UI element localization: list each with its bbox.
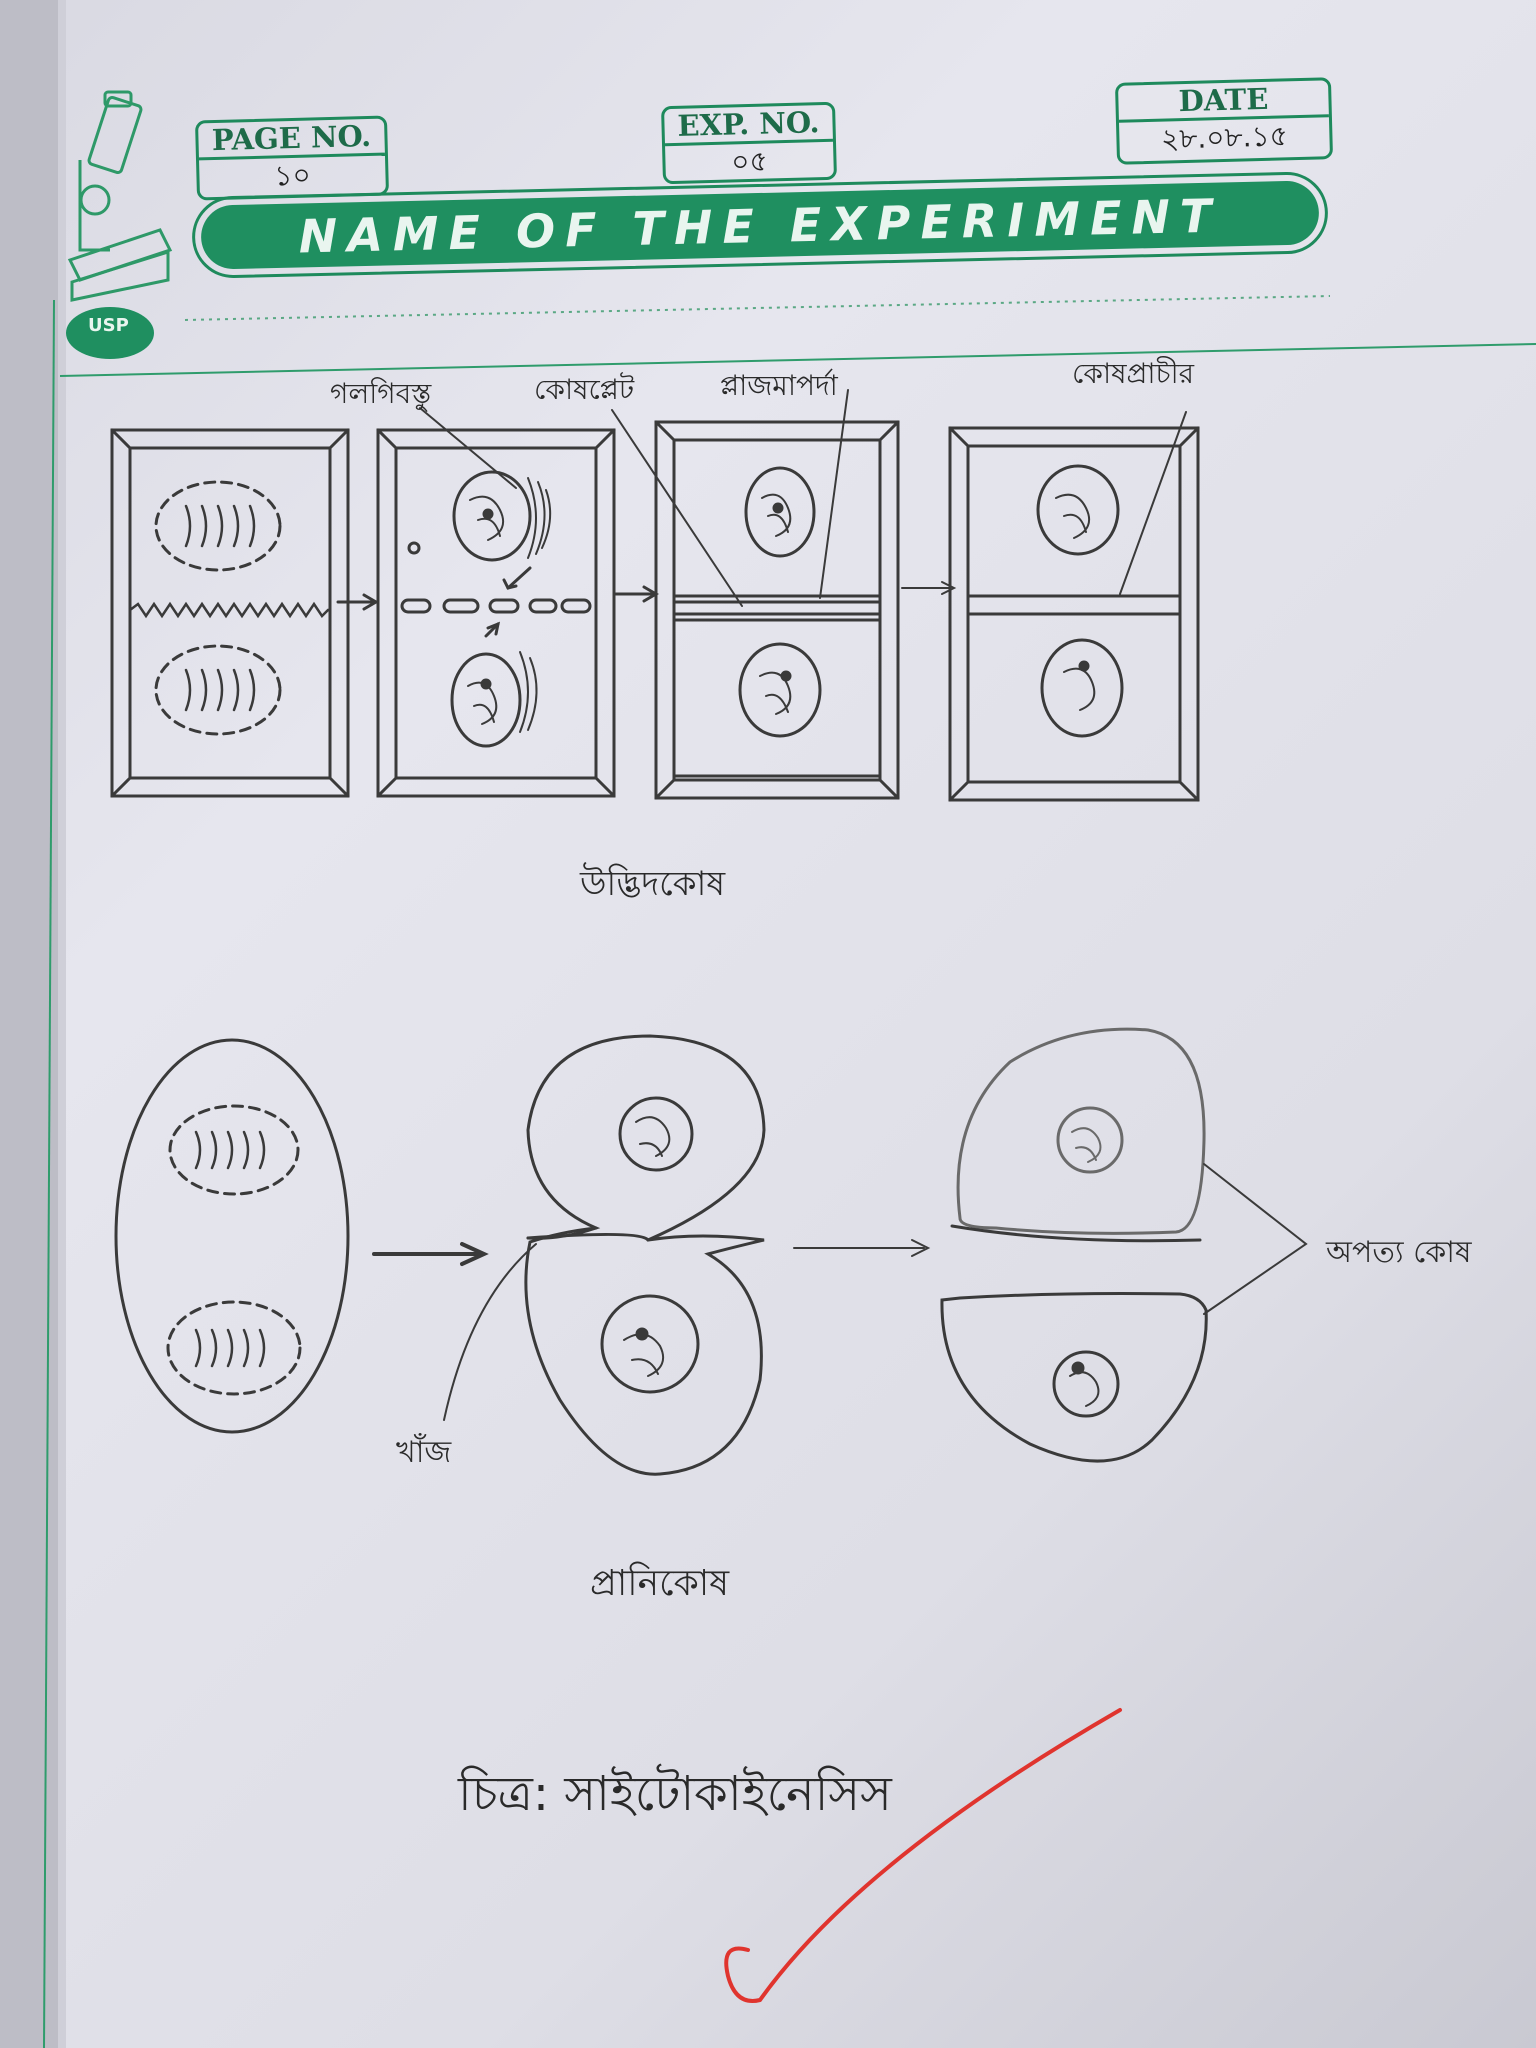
plant-panel-2 [376, 428, 616, 798]
label-daughter-cells: অপত্য কোষ [1326, 1235, 1472, 1270]
figure-caption: চিত্র: সাইটোকাইনেসিস [458, 1766, 892, 1822]
label-plasma-membrane: প্লাজমাপর্দা [720, 369, 838, 402]
plant-panel-1 [110, 428, 350, 798]
plant-panel-3 [654, 420, 900, 800]
plant-panel-4 [948, 426, 1200, 802]
label-cell-wall: কোষপ্রাচীর [1072, 357, 1195, 390]
animal-stage-3 [940, 1027, 1208, 1463]
animal-stage-1 [114, 1038, 350, 1434]
label-cell-plate: কোষপ্লেট [534, 373, 635, 406]
animal-stage-2 [524, 1034, 766, 1476]
label-golgi: গলগিবস্তু [330, 377, 432, 410]
animal-caption: প্রানিকোষ [590, 1563, 730, 1604]
label-furrow: খাঁজ [396, 1435, 452, 1470]
plant-caption: উদ্ভিদকোষ [580, 864, 726, 904]
logo-text: USP [88, 315, 129, 336]
